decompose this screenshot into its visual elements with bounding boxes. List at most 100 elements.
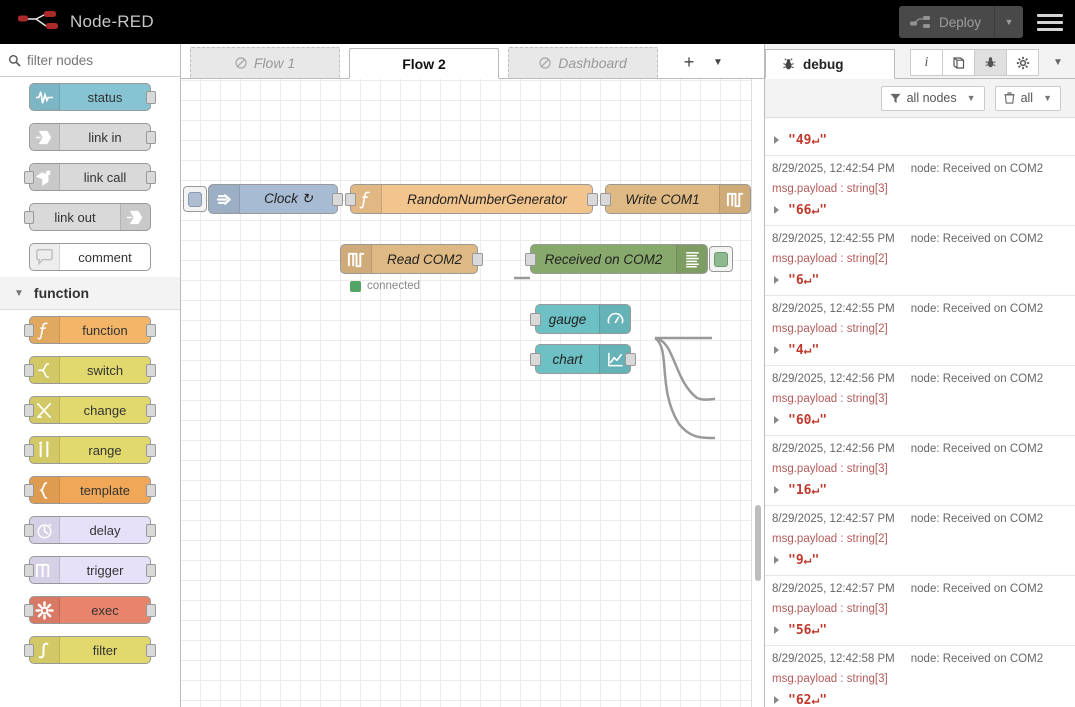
input-port[interactable]	[24, 564, 34, 577]
palette-item-exec[interactable]: exec	[0, 590, 180, 630]
search-input[interactable]	[27, 52, 172, 68]
flow-node-read2[interactable]: Read COM2	[340, 244, 483, 274]
flow-node-gauge[interactable]: gauge	[530, 304, 631, 334]
palette-item-switch[interactable]: switch	[0, 350, 180, 390]
expand-triangle-icon[interactable]	[774, 206, 779, 214]
debug-value[interactable]: "9↵"	[772, 553, 1065, 568]
debug-message-list[interactable]: "49↵" 8/29/2025, 12:42:54 PM node: Recei…	[765, 118, 1075, 707]
hamburger-menu-icon[interactable]	[1037, 13, 1063, 31]
debug-message[interactable]: 8/29/2025, 12:42:57 PM node: Received on…	[765, 506, 1075, 576]
palette-node-list[interactable]: status link in link call link out commen…	[0, 77, 180, 707]
expand-triangle-icon[interactable]	[774, 486, 779, 494]
output-port[interactable]	[332, 193, 343, 206]
palette-search[interactable]	[0, 44, 180, 77]
sidebar-tools-caret-icon[interactable]: ▼	[1053, 57, 1063, 68]
expand-triangle-icon[interactable]	[774, 556, 779, 564]
debug-value[interactable]: "62↵"	[772, 693, 1065, 707]
flow-menu-caret-icon[interactable]: ▼	[713, 57, 723, 68]
expand-triangle-icon[interactable]	[774, 346, 779, 354]
debug-message[interactable]: "49↵"	[765, 118, 1075, 156]
debug-message[interactable]: 8/29/2025, 12:42:57 PM node: Received on…	[765, 576, 1075, 646]
output-port[interactable]	[146, 644, 156, 657]
output-port[interactable]	[146, 404, 156, 417]
input-port[interactable]	[24, 171, 34, 184]
palette-item-trigger[interactable]: trigger	[0, 550, 180, 590]
debug-message[interactable]: 8/29/2025, 12:42:54 PM node: Received on…	[765, 156, 1075, 226]
debug-value[interactable]: "16↵"	[772, 483, 1065, 498]
filter-nodes-select[interactable]: all nodes ▼	[880, 85, 985, 111]
palette-item-link-in[interactable]: link in	[0, 117, 180, 157]
tab-dashboard[interactable]: Dashboard	[508, 47, 658, 78]
palette-item-link-call[interactable]: link call	[0, 157, 180, 197]
debug-value[interactable]: "56↵"	[772, 623, 1065, 638]
tab-debug[interactable]: debug	[765, 49, 895, 79]
debug-message[interactable]: 8/29/2025, 12:42:56 PM node: Received on…	[765, 366, 1075, 436]
expand-triangle-icon[interactable]	[774, 626, 779, 634]
input-port[interactable]	[24, 404, 34, 417]
add-flow-button[interactable]: +	[683, 52, 695, 72]
input-port[interactable]	[530, 313, 541, 326]
flow-node-write1[interactable]: Write COM1	[600, 184, 751, 214]
palette-item-filter[interactable]: filter	[0, 630, 180, 670]
palette-item-range[interactable]: range	[0, 430, 180, 470]
input-port[interactable]	[24, 211, 34, 224]
palette-item-delay[interactable]: delay	[0, 510, 180, 550]
inject-button[interactable]	[183, 186, 207, 212]
output-port[interactable]	[625, 353, 636, 366]
input-port[interactable]	[525, 253, 536, 266]
debug-message[interactable]: 8/29/2025, 12:42:55 PM node: Received on…	[765, 226, 1075, 296]
expand-triangle-icon[interactable]	[774, 416, 779, 424]
output-port[interactable]	[146, 484, 156, 497]
output-port[interactable]	[146, 564, 156, 577]
debug-value[interactable]: "60↵"	[772, 413, 1065, 428]
tab-flow-2[interactable]: Flow 2	[349, 48, 499, 79]
palette-item-function[interactable]: function	[0, 310, 180, 350]
deploy-dropdown-caret[interactable]: ▼	[1004, 17, 1014, 27]
input-port[interactable]	[24, 364, 34, 377]
flow-node-debug2[interactable]: Received on COM2	[525, 244, 733, 274]
output-port[interactable]	[146, 91, 156, 104]
deploy-group[interactable]: Deploy ▼	[898, 6, 1023, 38]
debug-value[interactable]: "66↵"	[772, 203, 1065, 218]
output-port[interactable]	[587, 193, 598, 206]
output-port[interactable]	[146, 131, 156, 144]
deploy-button[interactable]: Deploy	[899, 6, 995, 38]
palette-item-change[interactable]: change	[0, 390, 180, 430]
debug-message[interactable]: 8/29/2025, 12:42:58 PM node: Received on…	[765, 646, 1075, 707]
input-port[interactable]	[24, 604, 34, 617]
palette-item-template[interactable]: template	[0, 470, 180, 510]
debug-toggle-button[interactable]	[709, 246, 733, 272]
output-port[interactable]	[146, 171, 156, 184]
input-port[interactable]	[24, 644, 34, 657]
book-icon[interactable]	[942, 49, 975, 76]
flow-node-clock[interactable]: Clock ↻	[183, 184, 343, 214]
debug-value[interactable]: "4↵"	[772, 343, 1065, 358]
debug-value[interactable]: "49↵"	[772, 133, 1065, 148]
bug-icon[interactable]	[974, 49, 1007, 76]
expand-triangle-icon[interactable]	[774, 136, 779, 144]
palette-category-function[interactable]: ▼ function	[0, 277, 180, 310]
output-port[interactable]	[146, 604, 156, 617]
output-port[interactable]	[146, 364, 156, 377]
gear-icon[interactable]	[1006, 49, 1039, 76]
tab-flow-1[interactable]: Flow 1	[190, 47, 340, 78]
input-port[interactable]	[24, 324, 34, 337]
debug-value[interactable]: "6↵"	[772, 273, 1065, 288]
output-port[interactable]	[146, 324, 156, 337]
flow-node-chart[interactable]: chart	[530, 344, 636, 374]
output-port[interactable]	[146, 444, 156, 457]
input-port[interactable]	[345, 193, 356, 206]
input-port[interactable]	[530, 353, 541, 366]
flow-node-rng[interactable]: RandomNumberGenerator	[345, 184, 598, 214]
palette-item-comment[interactable]: comment	[0, 237, 180, 277]
info-icon[interactable]: i	[910, 49, 943, 76]
input-port[interactable]	[600, 193, 611, 206]
input-port[interactable]	[24, 524, 34, 537]
canvas-vertical-scrollbar[interactable]	[755, 505, 761, 581]
expand-triangle-icon[interactable]	[774, 276, 779, 284]
debug-message[interactable]: 8/29/2025, 12:42:55 PM node: Received on…	[765, 296, 1075, 366]
debug-message[interactable]: 8/29/2025, 12:42:56 PM node: Received on…	[765, 436, 1075, 506]
output-port[interactable]	[146, 524, 156, 537]
palette-item-link-out[interactable]: link out	[0, 197, 180, 237]
